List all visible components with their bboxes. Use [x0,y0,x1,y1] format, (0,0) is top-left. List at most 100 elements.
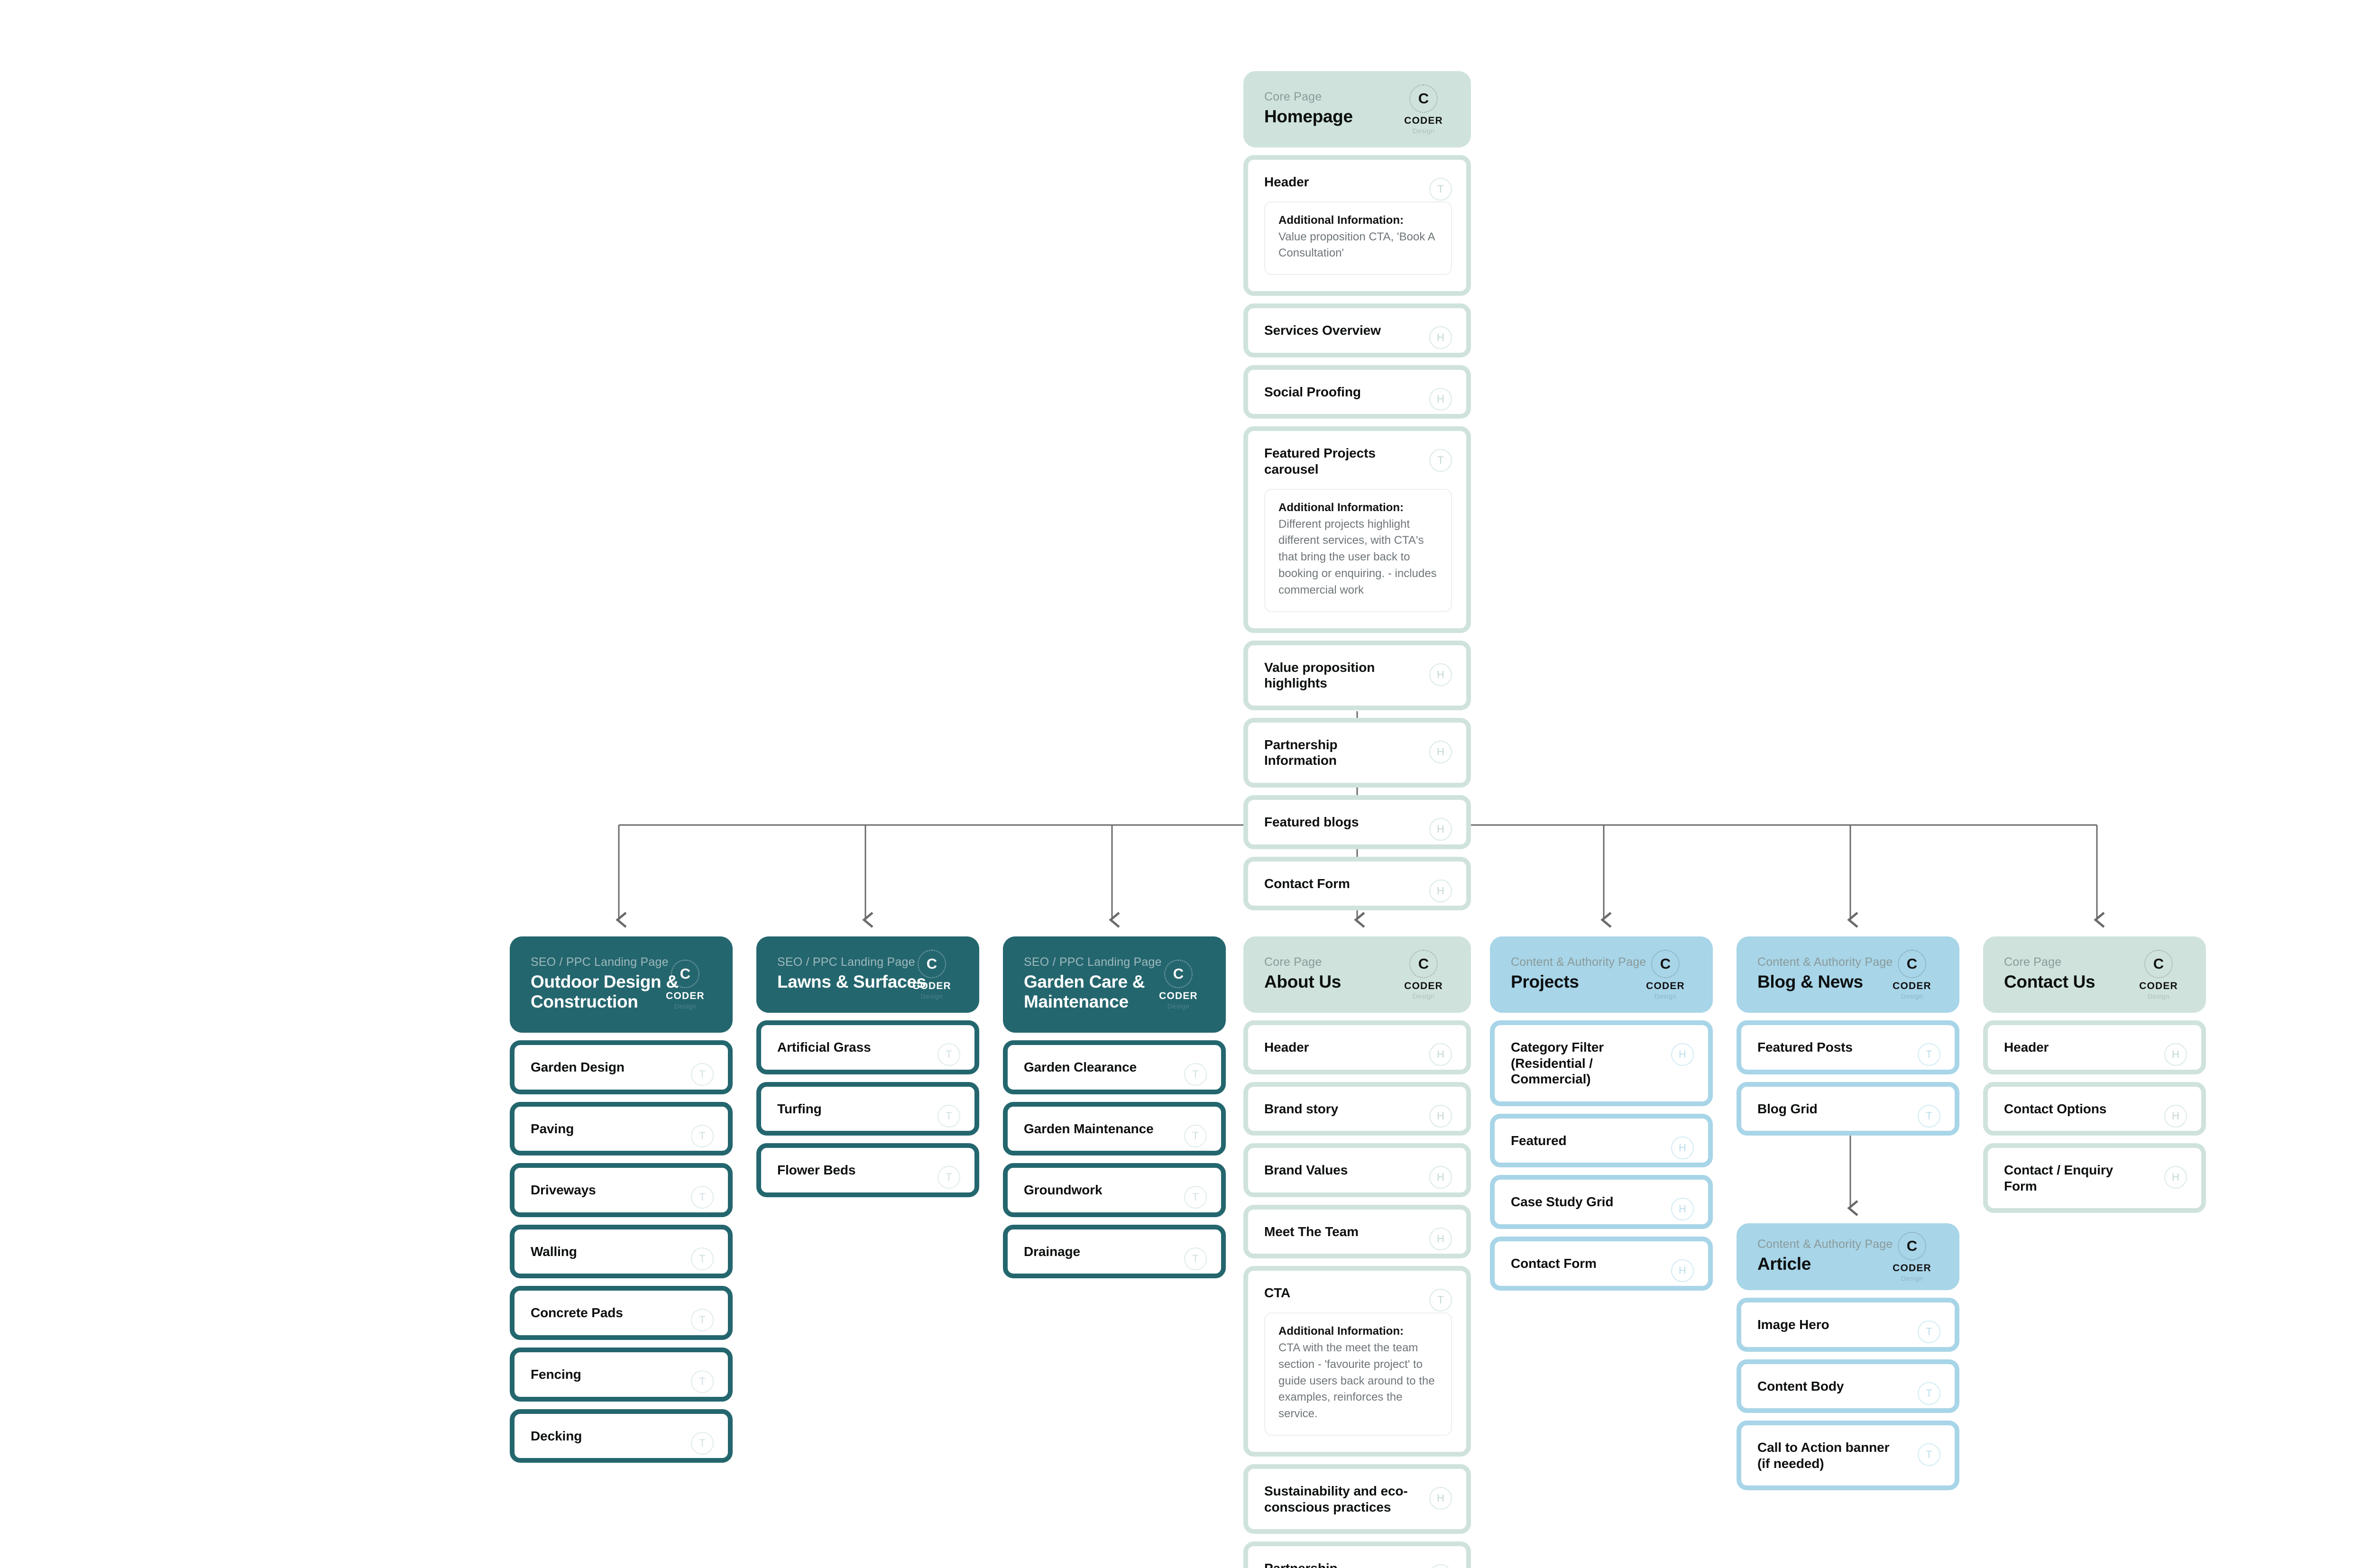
section-type-badge-icon: H [1429,387,1452,411]
page-header-gardencare[interactable]: SEO / PPC Landing Page Garden Care & Mai… [1003,936,1226,1033]
section-card[interactable]: Sustainability and eco-conscious practic… [1243,1464,1471,1534]
page-header-projects[interactable]: Content & Authority Page Projects C CODE… [1490,936,1713,1013]
coder-subtitle: Design [1167,1002,1190,1010]
node-lawns[interactable]: SEO / PPC Landing Page Lawns & Surfaces … [756,936,979,1197]
section-title: Flower Beds [777,1163,856,1178]
section-type-badge-icon: T [691,1247,714,1270]
section-card[interactable]: Featured blogs H [1243,795,1471,849]
section-card[interactable]: Call to Action banner (if needed)T [1737,1421,1959,1491]
page-kicker: Core Page [1264,955,1322,969]
node-projects[interactable]: Content & Authority Page Projects C CODE… [1490,936,1713,1291]
page-header-lawns[interactable]: SEO / PPC Landing Page Lawns & Surfaces … [756,936,979,1013]
section-type-badge-icon: H [1429,817,1452,841]
page-header-outdoor[interactable]: SEO / PPC Landing Page Outdoor Design & … [510,936,733,1033]
additional-information-text: Different projects highlight different s… [1278,517,1437,596]
section-title: Image Hero [1757,1317,1829,1332]
coder-stamp: C CODER Design [1884,949,1940,1000]
coder-stamp: C CODER Design [1150,959,1207,1010]
section-card[interactable]: Social Proofing H [1243,365,1471,419]
coder-subtitle: Design [1901,992,1923,1000]
section-type-badge-icon: T [1429,178,1452,201]
section-title: Featured Projects carousel [1264,446,1376,477]
page-header-article[interactable]: Content & Authority Page Article C CODER… [1737,1223,1959,1290]
node-about[interactable]: Core Page About Us C CODER Design Header… [1243,936,1471,1568]
section-card[interactable]: Content Body T [1737,1359,1959,1413]
section-card[interactable]: Category Filter (Residential / Commercia… [1490,1020,1713,1106]
section-type-badge-icon: T [1918,1320,1940,1343]
coder-letter-icon: C [1409,949,1438,978]
node-homepage[interactable]: Core Page Homepage C CODER Design Header… [1243,71,1471,911]
section-type-badge-icon: T [1184,1063,1207,1086]
section-card[interactable]: Image Hero T [1737,1298,1959,1352]
page-header-blog[interactable]: Content & Authority Page Blog & News C C… [1737,936,1959,1013]
node-gardencare[interactable]: SEO / PPC Landing Page Garden Care & Mai… [1003,936,1226,1279]
coder-letter-icon: C [1409,84,1438,113]
section-title: Case Study Grid [1511,1194,1614,1210]
coder-letter-icon: C [1164,959,1193,988]
page-header-about[interactable]: Core Page About Us C CODER Design [1243,936,1471,1013]
node-outdoor[interactable]: SEO / PPC Landing Page Outdoor Design & … [510,936,733,1463]
section-title: Blog Grid [1757,1101,1818,1116]
page-title: Homepage [1264,107,1353,126]
page-header-contact[interactable]: Core Page Contact Us C CODER Design [1983,936,2206,1013]
section-title: Content Body [1757,1378,1844,1394]
section-title: Header [1264,1040,1309,1055]
coder-wordmark: CODER [2139,980,2178,991]
coder-wordmark: CODER [1893,980,1931,991]
coder-wordmark: CODER [1646,980,1685,991]
section-card[interactable]: PartnershipH [1243,1541,1471,1568]
additional-information-label: Additional Information: [1278,213,1404,227]
coder-letter-icon: C [671,959,699,988]
node-blog[interactable]: Content & Authority Page Blog & News C C… [1737,936,1959,1136]
coder-wordmark: CODER [1404,980,1443,991]
section-type-badge-icon: T [1429,1289,1452,1312]
page-header-homepage[interactable]: Core Page Homepage C CODER Design [1243,71,1471,147]
section-type-badge-icon: T [1918,1382,1940,1405]
section-title: Featured blogs [1264,814,1359,829]
section-title: Contact Form [1264,876,1350,891]
section-type-badge-icon: H [1429,1166,1452,1189]
node-contact[interactable]: Core Page Contact Us C CODER Design Head… [1983,936,2206,1213]
node-article[interactable]: Content & Authority Page Article C CODER… [1737,1223,1959,1491]
section-type-badge-icon: T [691,1063,714,1086]
additional-information-label: Additional Information: [1278,501,1404,514]
section-type-badge-icon: T [1184,1247,1207,1270]
coder-stamp: C CODER Design [1637,949,1694,1000]
section-title: Social Proofing [1264,384,1361,399]
